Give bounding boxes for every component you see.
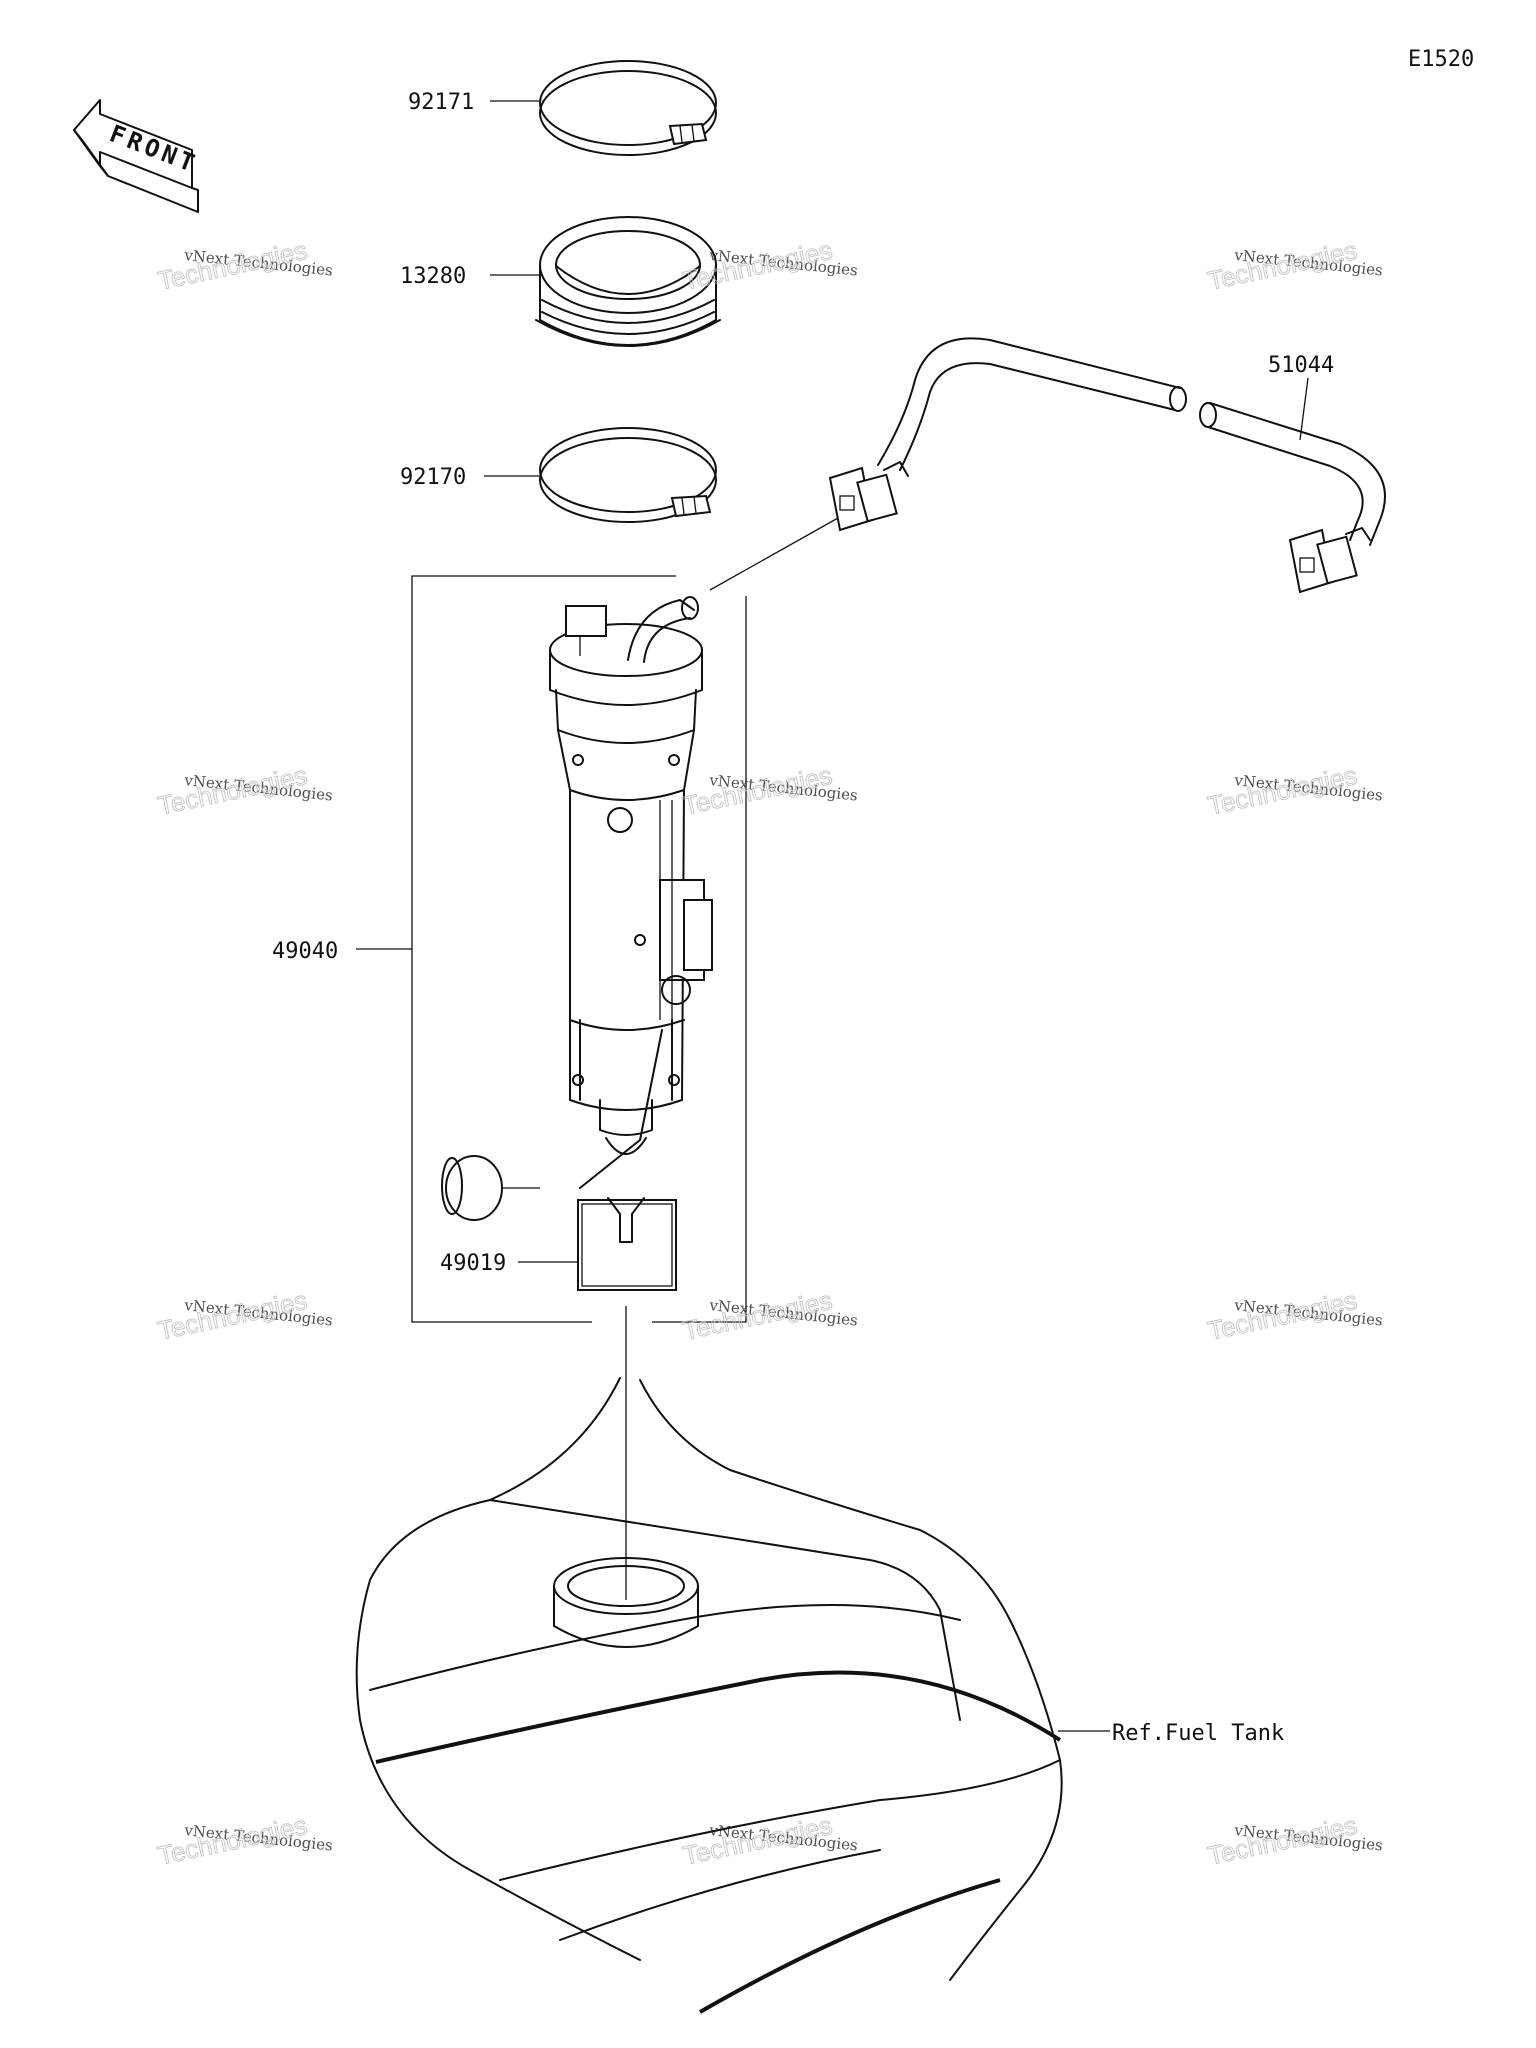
part-label-49040: 49040 [272, 939, 338, 964]
svg-text:Technologies: Technologies [680, 235, 835, 296]
part-label-13280: 13280 [400, 264, 466, 289]
svg-text:Technologies: Technologies [680, 760, 835, 821]
svg-text:Technologies: Technologies [680, 1285, 835, 1346]
part-label-51044: 51044 [1268, 353, 1334, 378]
svg-text:Technologies: Technologies [155, 235, 310, 296]
svg-text:Technologies: Technologies [155, 760, 310, 821]
fuel-hose-51044 [828, 337, 1386, 594]
part-label-92170: 92170 [400, 465, 466, 490]
part-label-92171: 92171 [408, 90, 474, 115]
grommet-13280 [535, 216, 721, 347]
front-label: FRONT [106, 119, 202, 178]
svg-text:Technologies: Technologies [1205, 235, 1360, 296]
diagram-code: E1520 [1408, 47, 1474, 72]
front-arrow-icon: FRONT [73, 99, 202, 213]
svg-text:Technologies: Technologies [1205, 1810, 1360, 1871]
fuel-tank [355, 1377, 1063, 2014]
svg-text:Technologies: Technologies [155, 1810, 310, 1871]
clamp-92170 [539, 427, 717, 523]
svg-text:Technologies: Technologies [680, 1810, 835, 1871]
svg-text:Technologies: Technologies [1205, 1285, 1360, 1346]
watermarks: vNext Technologies Technologies vNext Te… [155, 234, 1384, 1871]
filter-49019 [577, 1137, 677, 1291]
clamp-92171 [539, 60, 717, 156]
reference-label: Ref.Fuel Tank [1112, 1721, 1284, 1746]
part-label-49019: 49019 [440, 1251, 506, 1276]
svg-text:Technologies: Technologies [155, 1285, 310, 1346]
svg-text:Technologies: Technologies [1205, 760, 1360, 821]
fuel-pump-49040 [441, 596, 713, 1221]
